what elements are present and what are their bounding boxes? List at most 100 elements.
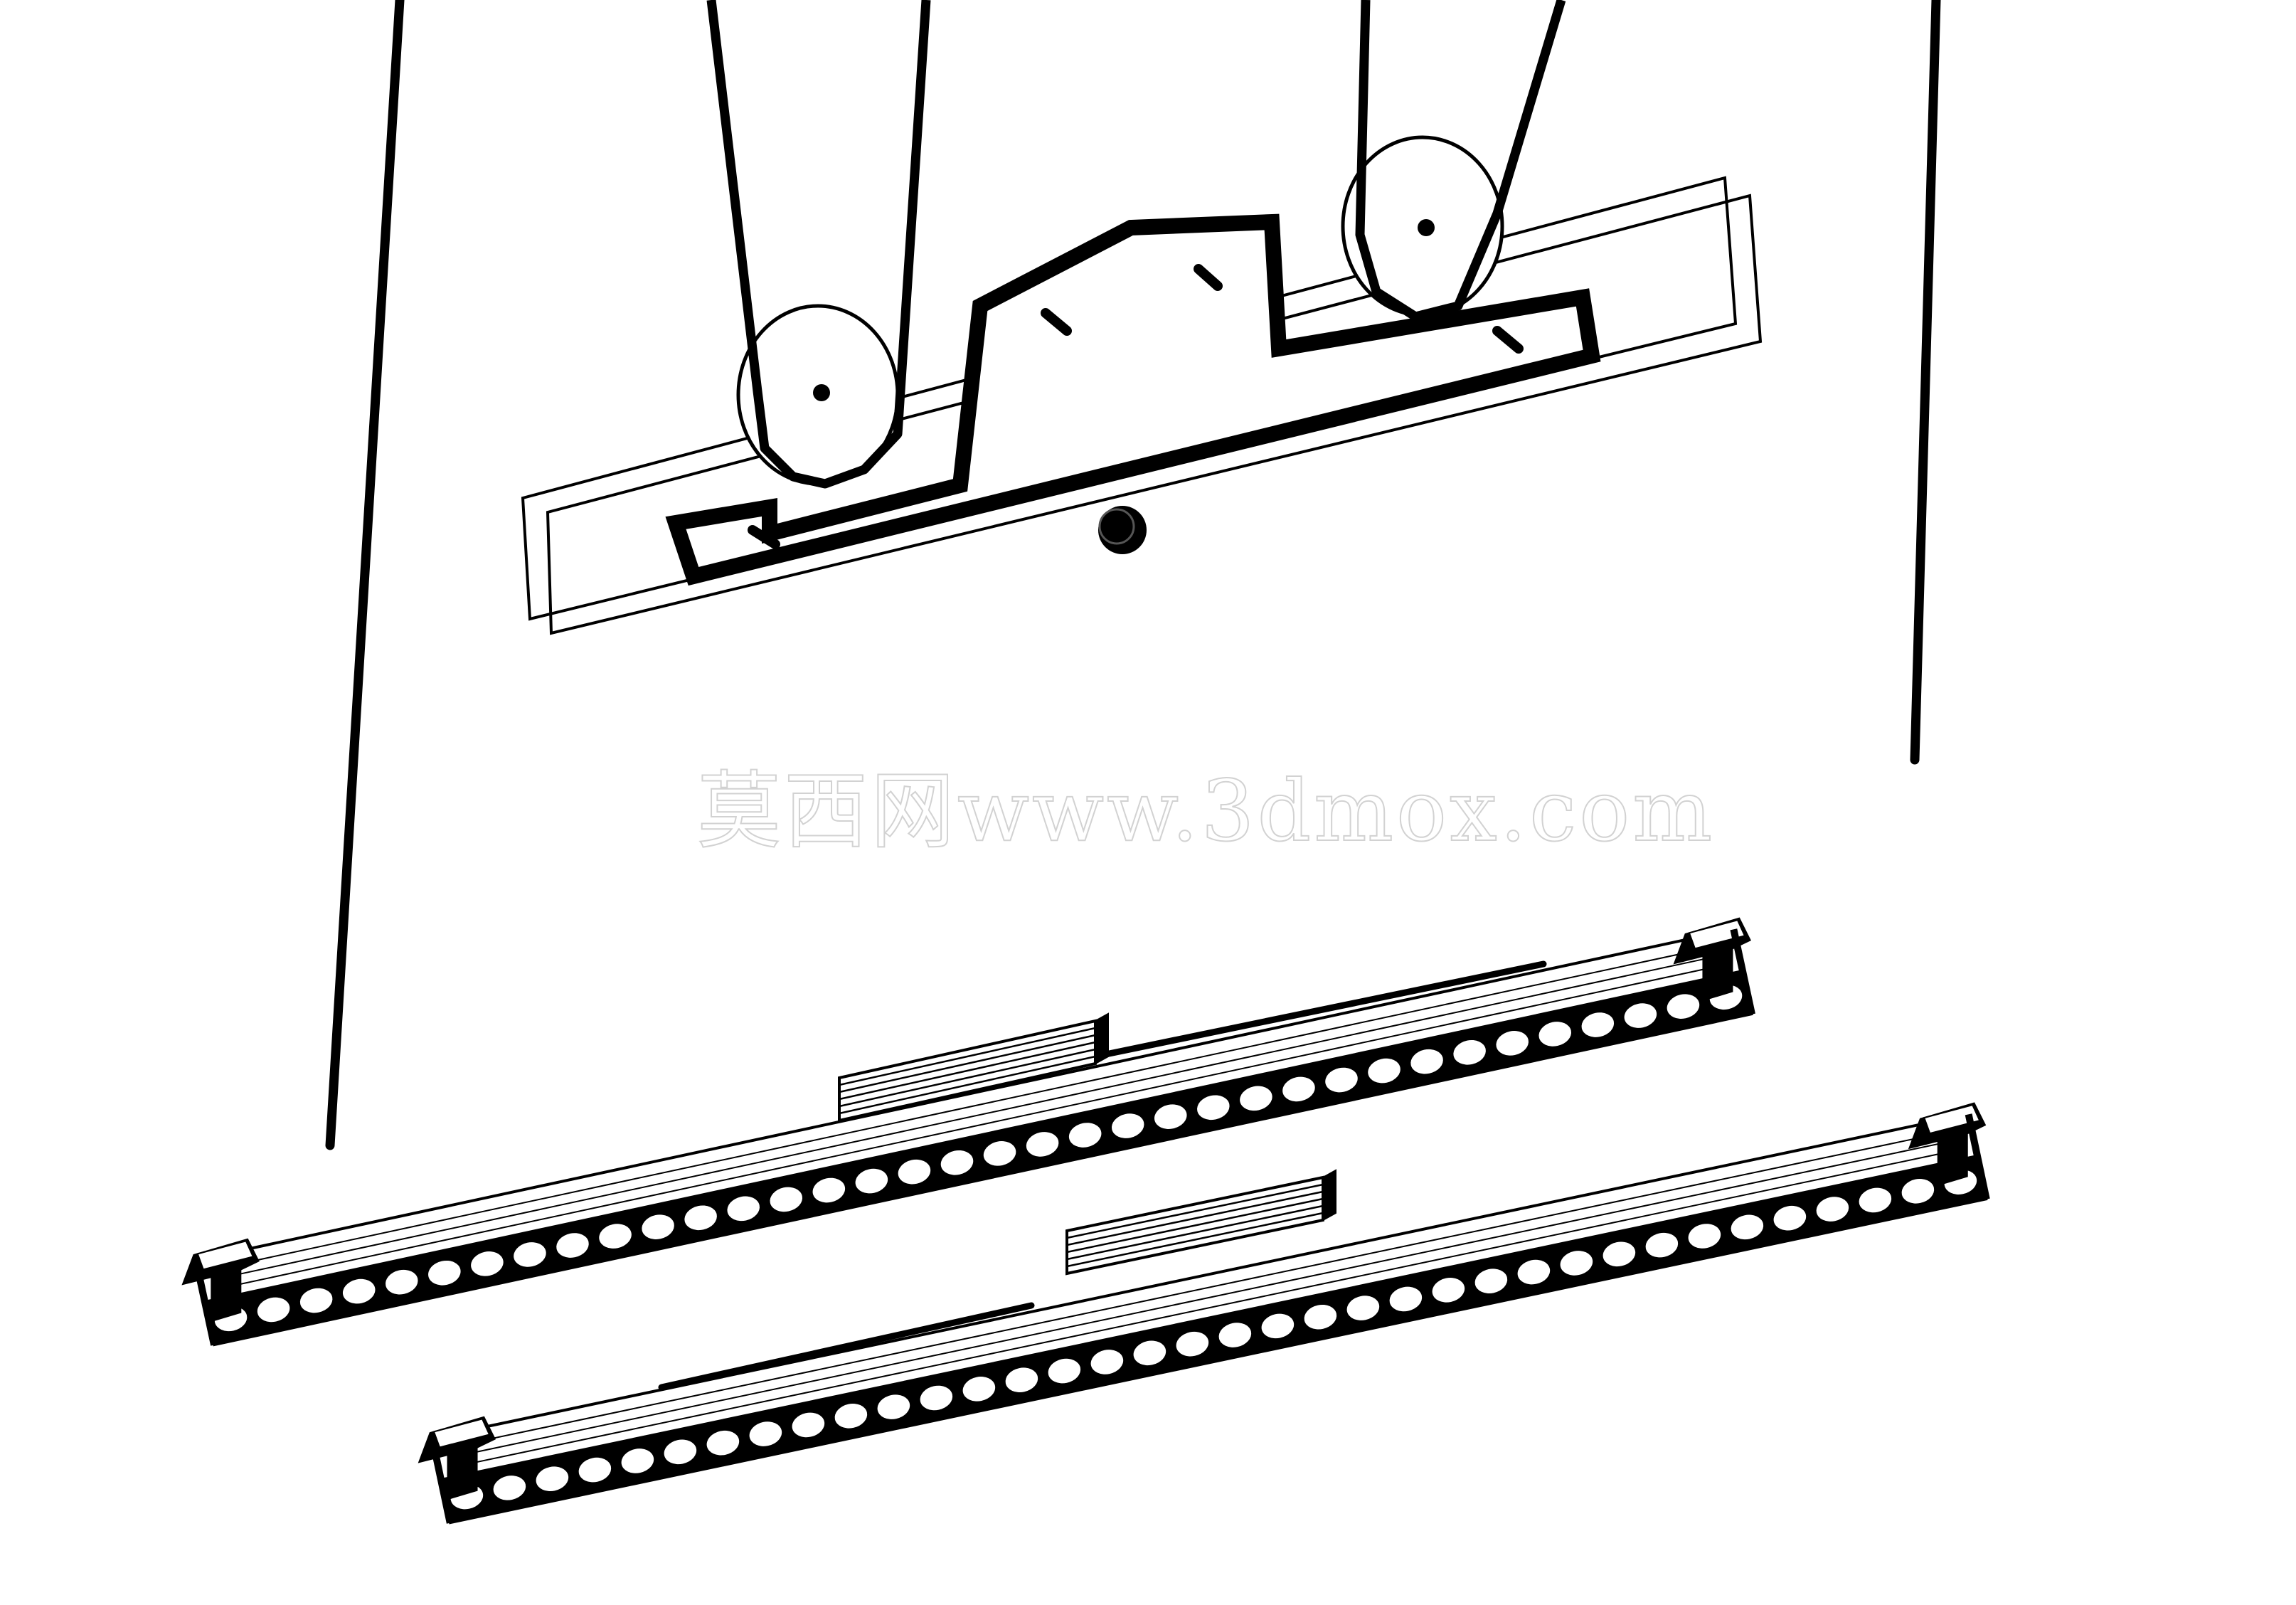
led-bar-lower	[418, 1102, 1990, 1525]
bar-end-plate	[1730, 928, 1755, 1015]
led-lens	[1240, 1086, 1272, 1111]
heatsink-fin	[1066, 1212, 1324, 1268]
led-lens	[1111, 1113, 1144, 1138]
led-lens	[962, 1377, 996, 1402]
led-lens	[471, 1251, 504, 1276]
bar-end-plate	[428, 1437, 454, 1524]
led-lens	[812, 1177, 846, 1203]
led-lens	[792, 1412, 825, 1438]
led-lens	[1624, 1003, 1657, 1028]
bracket-plate-outline-back	[521, 176, 1738, 621]
mounting-clip-top	[432, 1418, 491, 1448]
led-lens	[1197, 1095, 1230, 1121]
led-lens	[1731, 1214, 1764, 1240]
connector-rod	[658, 1302, 1035, 1391]
led-lens	[1773, 1205, 1807, 1231]
led-lens	[1368, 1058, 1401, 1084]
led-lens	[1538, 1022, 1572, 1047]
left-pulley-axle	[813, 384, 830, 401]
heatsink-fin	[1066, 1183, 1324, 1239]
heatsink-fin	[839, 1048, 1096, 1108]
led-lens	[428, 1260, 461, 1286]
led-lens	[536, 1466, 569, 1492]
led-lens	[1176, 1331, 1209, 1357]
led-lens	[386, 1269, 418, 1295]
led-lens	[1133, 1340, 1166, 1366]
led-lens	[1068, 1123, 1102, 1148]
led-lens	[1154, 1104, 1187, 1129]
led-lens	[770, 1187, 803, 1212]
driver-end-face	[1322, 1169, 1336, 1222]
led-lens	[1667, 994, 1700, 1019]
led-lens	[1901, 1178, 1935, 1204]
left-cable	[706, 0, 931, 489]
led-lens	[342, 1278, 376, 1304]
heatsink-fin	[839, 1041, 1096, 1101]
led-lens	[1090, 1350, 1124, 1374]
watermark-text: 莫西网www.3dmox.com	[696, 761, 1716, 861]
led-lens	[664, 1439, 697, 1465]
bar-channel-groove	[465, 1133, 1941, 1445]
led-lens	[1261, 1313, 1295, 1339]
heatsink-fin	[1066, 1197, 1324, 1254]
driver-heatsink	[1065, 1169, 1336, 1276]
led-lens	[1517, 1259, 1551, 1285]
led-lens	[877, 1394, 910, 1419]
bracket-frame	[665, 213, 1601, 586]
bracket-slot-mark	[1041, 308, 1072, 336]
led-lens	[1282, 1076, 1315, 1102]
led-bar-upper	[181, 917, 1755, 1347]
led-lens	[749, 1421, 782, 1446]
bar-channel-groove	[467, 1142, 1943, 1455]
led-lens	[556, 1233, 589, 1258]
led-lens	[1603, 1241, 1636, 1267]
led-lens	[578, 1457, 612, 1483]
bar-end-plate	[1965, 1113, 1990, 1200]
bracket-plate-outline-front	[546, 194, 1763, 635]
led-lens	[642, 1214, 674, 1239]
left-suspension-rod	[325, 0, 405, 1150]
connector-rod	[1092, 960, 1547, 1060]
heatsink-fin	[839, 1055, 1096, 1115]
led-lens	[493, 1476, 526, 1500]
led-lens	[1304, 1304, 1337, 1330]
led-lens	[1581, 1012, 1615, 1037]
right-suspension-rod	[1910, 0, 1941, 765]
led-lens	[706, 1430, 740, 1456]
led-lens	[1026, 1132, 1059, 1157]
bar-channel-groove	[233, 967, 1711, 1286]
led-lens	[1859, 1187, 1892, 1213]
right-pulley-axle	[1418, 219, 1435, 236]
adjustment-knob-rim	[1098, 508, 1135, 545]
led-lens	[1005, 1367, 1038, 1393]
led-lens	[514, 1242, 546, 1267]
bar-channel-groove	[229, 948, 1706, 1267]
heatsink-fin	[839, 1034, 1096, 1093]
led-lens	[855, 1168, 888, 1194]
led-lens	[257, 1297, 290, 1323]
led-lens	[1325, 1067, 1358, 1093]
mounting-clip-top	[1923, 1103, 1981, 1135]
led-lens	[1645, 1232, 1679, 1258]
bracket-slot-mark	[748, 525, 780, 549]
bar-channel-groove	[231, 957, 1708, 1277]
led-lens	[898, 1159, 931, 1185]
led-lens	[1453, 1039, 1486, 1065]
bar-end-plate	[192, 1259, 218, 1346]
led-lens	[1496, 1031, 1529, 1056]
led-lens	[1346, 1296, 1380, 1320]
led-lens	[1389, 1286, 1423, 1312]
led-lens	[1218, 1323, 1252, 1347]
led-lens	[299, 1288, 333, 1313]
led-lens	[1816, 1197, 1849, 1222]
driver-end-face	[1095, 1012, 1109, 1065]
led-lens	[920, 1385, 953, 1411]
bracket-slot-mark	[1492, 326, 1524, 354]
heatsink-fin	[1066, 1190, 1324, 1246]
led-lens	[1432, 1278, 1465, 1303]
bar-channel-groove	[469, 1152, 1945, 1465]
heatsink-fin	[1066, 1204, 1324, 1261]
mounting-clip-top	[1688, 919, 1746, 950]
led-lens	[727, 1196, 760, 1222]
